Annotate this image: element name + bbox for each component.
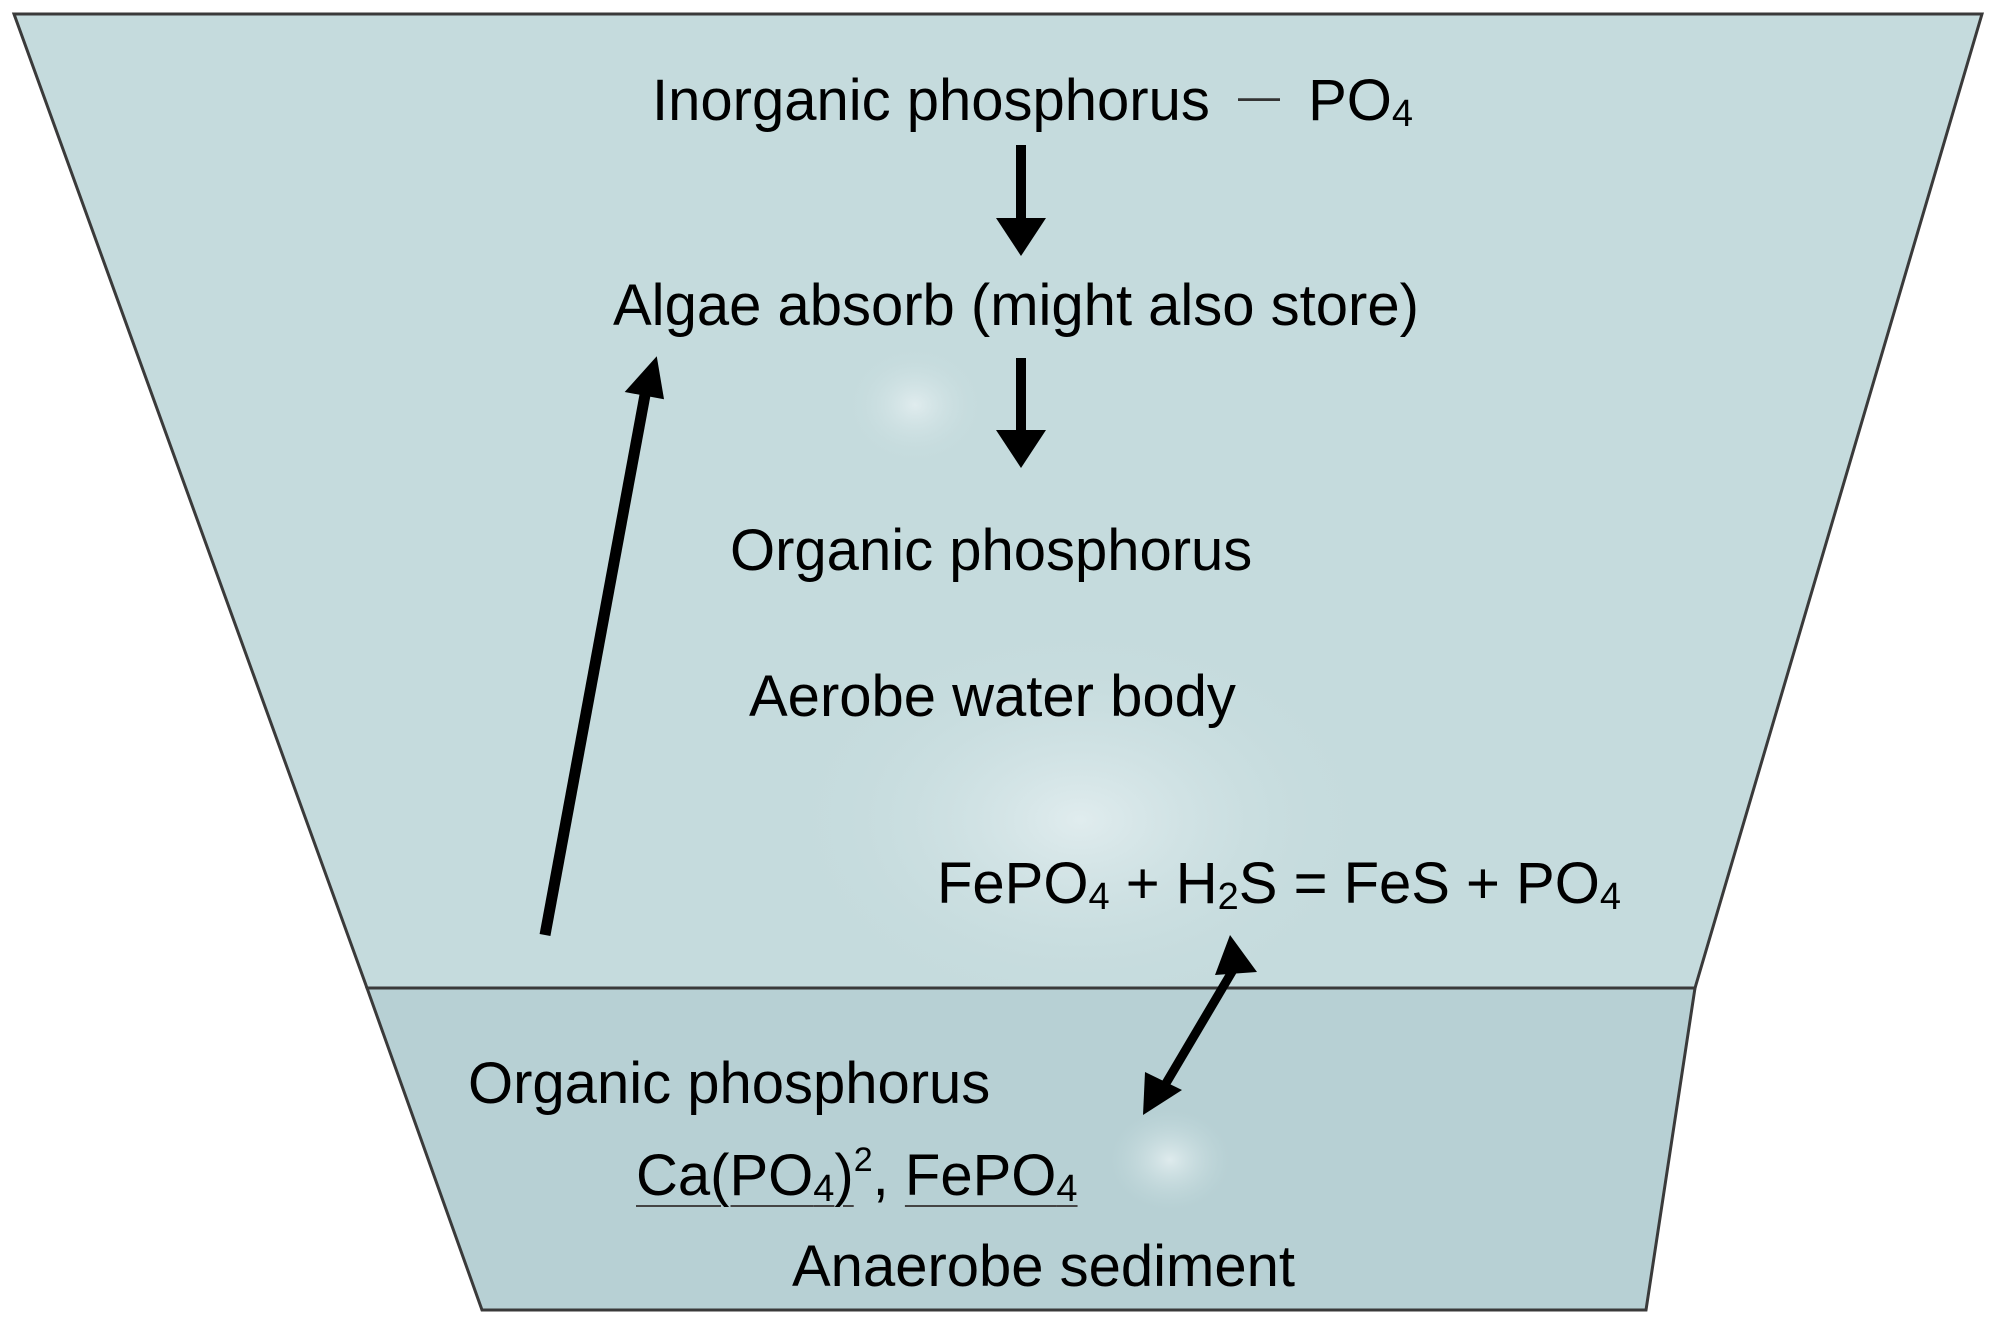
label-algae-absorb: Algae absorb (might also store) bbox=[613, 273, 1419, 338]
label-aerobe-water-body: Aerobe water body bbox=[749, 664, 1236, 729]
arrow-inorganic-to-algae bbox=[996, 145, 1046, 256]
label-sediment-compounds: Ca(PO4)2, FePO4 bbox=[636, 1141, 1078, 1210]
iron-phosphate: FePO4 bbox=[904, 1143, 1078, 1210]
label-anaerobe-sediment: Anaerobe sediment bbox=[792, 1234, 1295, 1299]
sediment-region bbox=[364, 986, 1697, 1312]
inorganic-phosphorus-text: Inorganic phosphorus bbox=[652, 68, 1210, 133]
separator-dash: — bbox=[1237, 72, 1280, 119]
label-organic-phosphorus-sediment: Organic phosphorus bbox=[468, 1051, 991, 1116]
calcium-phosphate: Ca(PO4) bbox=[636, 1143, 854, 1210]
po4-formula: PO4 bbox=[1308, 68, 1414, 135]
sediment-glow bbox=[1110, 1110, 1230, 1210]
water-glow-small bbox=[845, 345, 985, 465]
arrow-algae-to-organic bbox=[996, 358, 1046, 468]
arrow-sediment-to-algae bbox=[539, 356, 665, 937]
label-organic-phosphorus-water: Organic phosphorus bbox=[730, 518, 1253, 583]
arrow-equation-sediment-double bbox=[1143, 935, 1257, 1115]
label-inorganic-phosphorus: Inorganic phosphorus — PO4 bbox=[652, 72, 1413, 134]
label-equation: FePO4 + H2S = FeS + PO4 bbox=[937, 851, 1621, 918]
water-glow bbox=[780, 620, 1380, 1020]
